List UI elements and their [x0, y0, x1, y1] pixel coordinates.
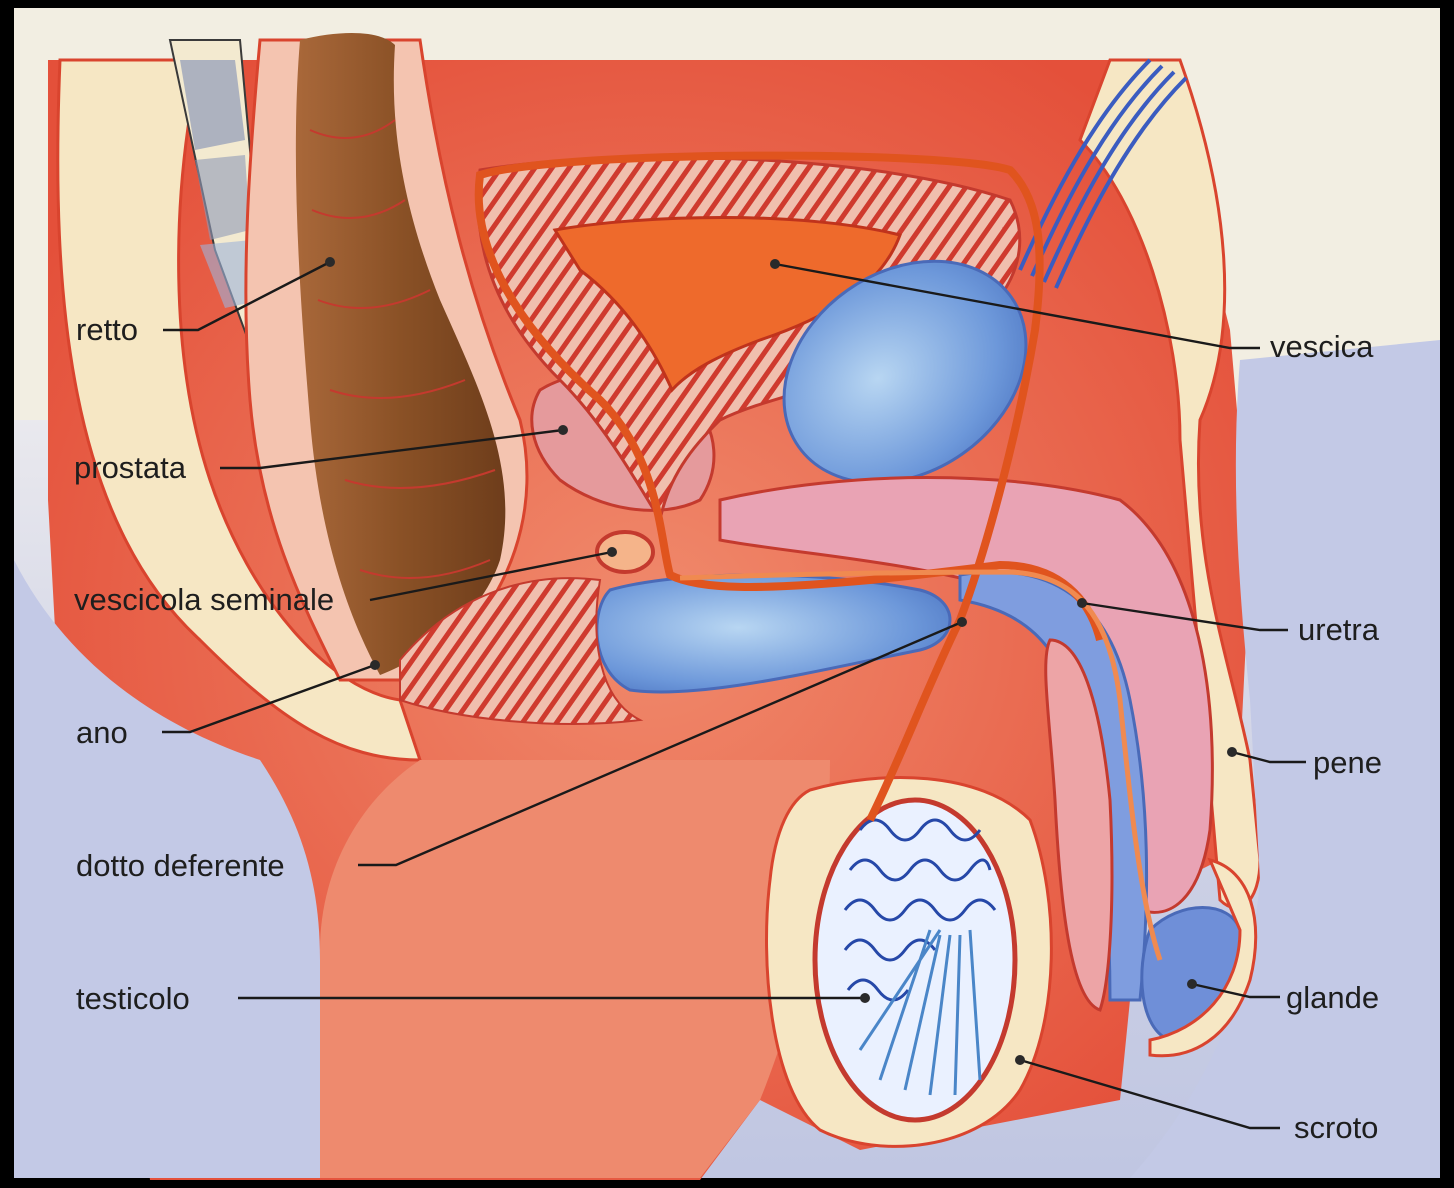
label-vescica: vescica [1270, 329, 1374, 364]
label-prostata: prostata [74, 450, 187, 485]
label-ano: ano [76, 715, 128, 750]
label-retto: retto [76, 312, 138, 347]
label-scroto: scroto [1294, 1110, 1378, 1145]
label-uretra: uretra [1298, 612, 1380, 647]
label-vescicola-seminale: vescicola seminale [74, 582, 334, 617]
label-pene: pene [1313, 745, 1382, 780]
testis [815, 800, 1015, 1120]
seminal-vesicle [597, 532, 653, 572]
label-glande: glande [1286, 980, 1379, 1015]
label-testicolo: testicolo [76, 981, 190, 1016]
label-dotto-deferente: dotto deferente [76, 848, 285, 883]
